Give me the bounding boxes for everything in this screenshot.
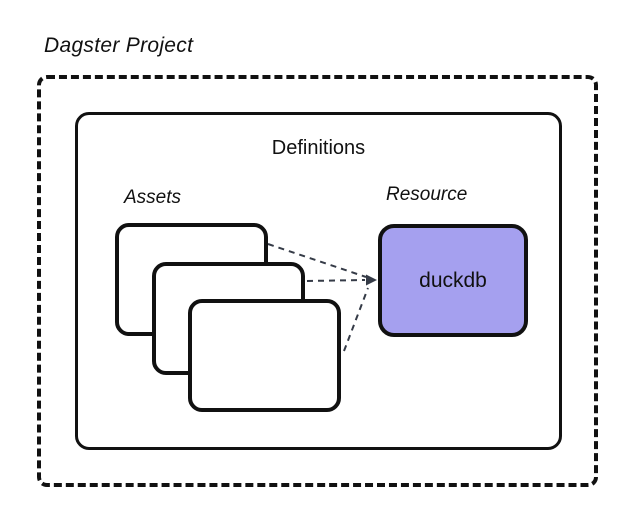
diagram-title: Dagster Project xyxy=(44,34,194,57)
resource-box-duckdb: duckdb xyxy=(378,224,528,337)
dagster-project-boundary xyxy=(37,75,598,487)
resource-label: Resource xyxy=(386,184,468,205)
assets-label: Assets xyxy=(124,187,182,208)
definitions-label: Definitions xyxy=(271,137,366,159)
resource-name: duckdb xyxy=(419,268,487,292)
asset-card xyxy=(188,299,341,412)
